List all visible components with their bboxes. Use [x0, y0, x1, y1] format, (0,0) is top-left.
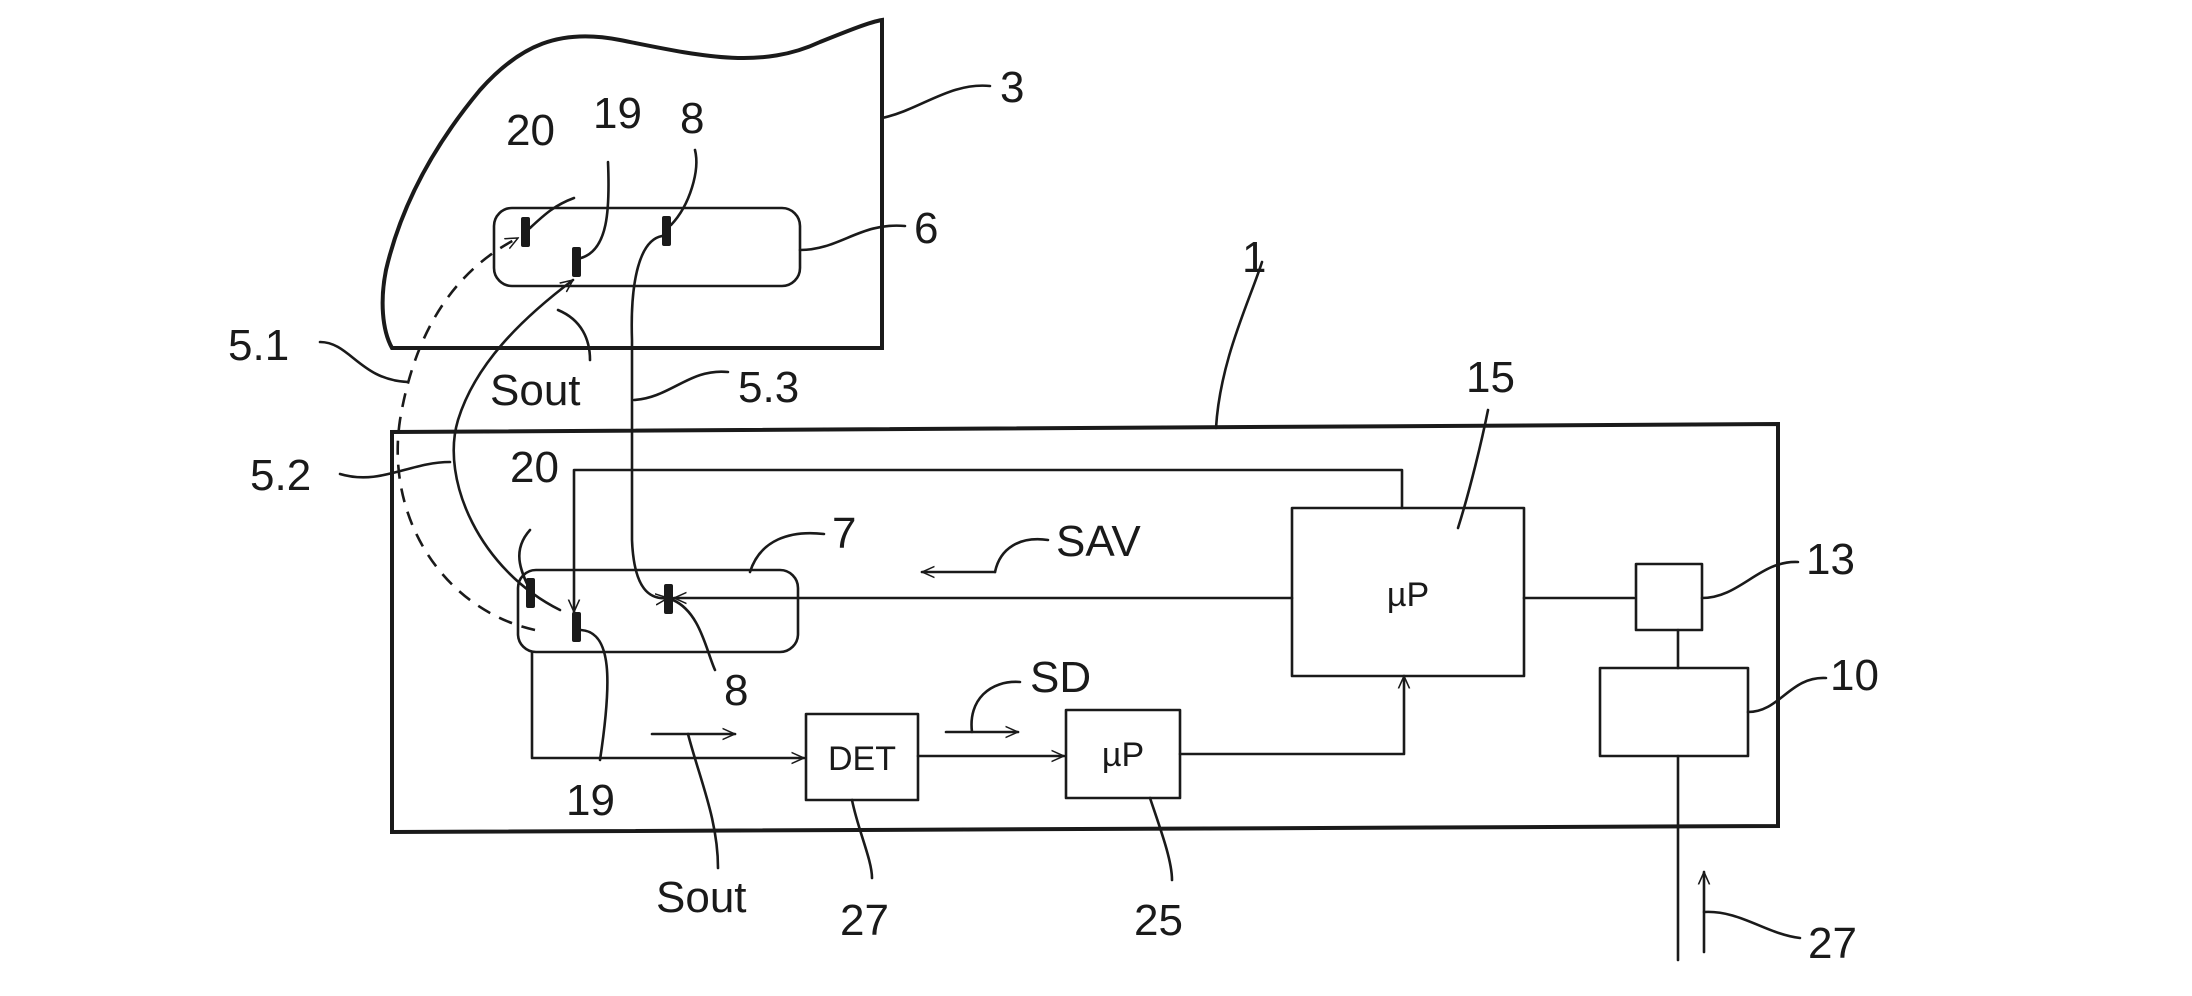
det-label: DET [828, 740, 896, 778]
leader-8-top [671, 150, 696, 225]
ref-3-label: 3 [1000, 63, 1024, 112]
ref-13-label: 13 [1806, 535, 1855, 584]
ref-19-bottom-label: 19 [566, 776, 615, 825]
leader-20-top [530, 198, 574, 228]
leader-3 [882, 86, 990, 118]
sav-label: SAV [1056, 517, 1141, 566]
ref-5-3-label: 5.3 [738, 363, 799, 412]
leader-1 [1216, 262, 1262, 428]
leader-27-det [852, 800, 872, 878]
contact-20-top [521, 217, 530, 247]
ref-20-bottom-label: 20 [510, 443, 559, 492]
leader-10 [1748, 678, 1826, 712]
up-small-label: µP [1102, 736, 1144, 774]
block-13 [1636, 564, 1702, 630]
unit-1: 1 7 20 8 19 SAV Sout DET 27 [392, 233, 1879, 968]
ref-7-label: 7 [832, 509, 856, 558]
leader-7 [750, 533, 824, 572]
ref-15-label: 15 [1466, 353, 1515, 402]
ref-6-label: 6 [914, 204, 938, 253]
leader-8-bottom [673, 600, 715, 670]
sout-bottom-label: Sout [656, 873, 747, 922]
ref-25-label: 25 [1134, 896, 1183, 945]
leader-13 [1702, 562, 1798, 598]
contact-8-top [662, 216, 671, 246]
leader-sav [995, 539, 1048, 572]
leader-5-2 [340, 462, 450, 477]
unit-3: 3 6 20 19 8 [383, 20, 1025, 348]
up25-to-up15-line [1180, 676, 1404, 754]
ref-27-det-label: 27 [840, 896, 889, 945]
ref-5-1-label: 5.1 [228, 321, 289, 370]
leader-5-3 [634, 372, 728, 400]
leader-25 [1150, 798, 1172, 880]
sd-label: SD [1030, 653, 1091, 702]
feedback-line [574, 470, 1402, 612]
leader-19-top [581, 162, 609, 258]
up-large-label: µP [1387, 576, 1429, 614]
leader-sout-top [558, 310, 590, 360]
ref-20-top-label: 20 [506, 106, 555, 155]
unit-1-outline [392, 424, 1778, 832]
contact-8-bottom [664, 584, 673, 614]
leader-sout-bottom [688, 734, 718, 868]
sout-line [532, 652, 804, 758]
link-5-3 [632, 236, 668, 598]
ref-5-2-label: 5.2 [250, 451, 311, 500]
contact-19-top [572, 247, 581, 277]
ref-27-input-label: 27 [1808, 919, 1857, 968]
leader-27-input [1704, 912, 1800, 938]
ref-10-label: 10 [1830, 651, 1879, 700]
block-10 [1600, 668, 1748, 756]
ref-1-label: 1 [1242, 233, 1266, 282]
ref-8-bottom-label: 8 [724, 666, 748, 715]
leader-6 [800, 226, 905, 250]
leader-19-bottom [581, 630, 607, 760]
ref-8-top-label: 8 [680, 94, 704, 143]
ref-19-top-label: 19 [593, 89, 642, 138]
contact-19-bottom [572, 612, 581, 642]
sout-top-label: Sout [490, 366, 581, 415]
link-5-1 [398, 238, 535, 630]
leader-sd [972, 682, 1020, 732]
